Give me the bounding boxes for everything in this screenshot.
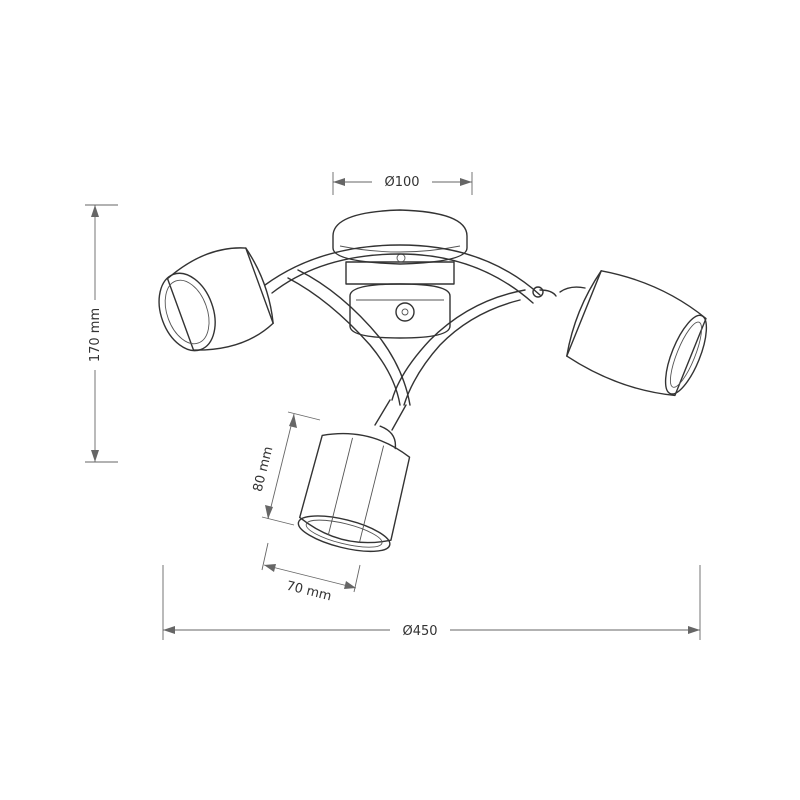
dimension-shade-height: 80 mm bbox=[247, 411, 321, 526]
dimension-canopy-diameter: Ø100 bbox=[332, 172, 473, 195]
bottom-shade bbox=[297, 425, 411, 553]
dimension-shade-width: 70 mm bbox=[261, 542, 361, 605]
ceiling-canopy bbox=[332, 209, 468, 339]
left-shade bbox=[158, 247, 274, 352]
shade-width-label: 70 mm bbox=[285, 579, 333, 605]
dimension-height: 170 mm bbox=[84, 204, 118, 463]
overall-diameter-label: Ø450 bbox=[402, 624, 437, 639]
canopy-diameter-label: Ø100 bbox=[384, 175, 419, 190]
height-label: 170 mm bbox=[88, 308, 103, 362]
right-shade bbox=[566, 270, 708, 397]
dimension-overall-diameter: Ø450 bbox=[162, 565, 701, 640]
lamp-arms bbox=[264, 244, 586, 431]
